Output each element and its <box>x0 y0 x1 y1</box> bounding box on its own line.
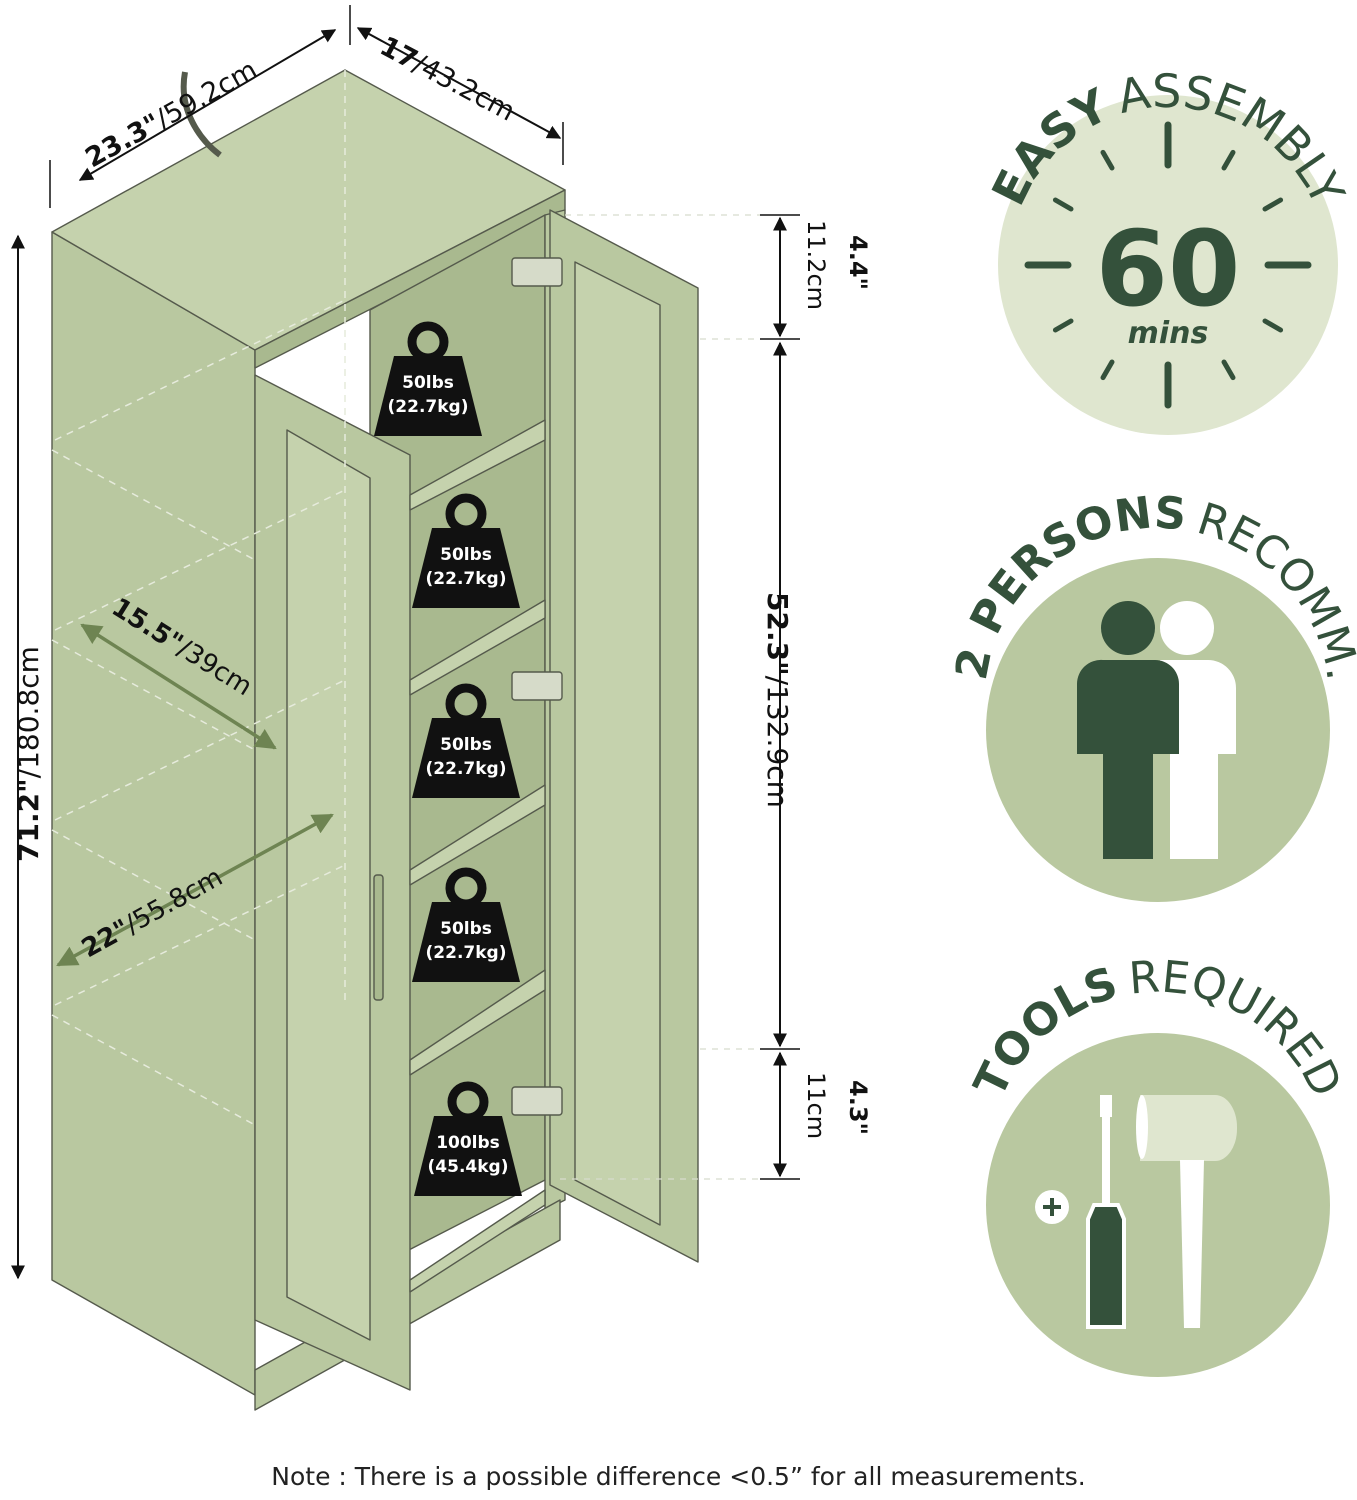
dimension-lines <box>11 5 800 1280</box>
mid-height-label: 52.3"/132.9cm <box>761 592 794 808</box>
clock-tick <box>1100 149 1115 171</box>
shelf-4 <box>409 969 546 1076</box>
weight-kg: (22.7kg) <box>426 569 507 589</box>
top-gap-cm: 11.2cm <box>802 220 830 310</box>
weight-icon: 50lbs (22.7kg) <box>412 493 520 608</box>
assembly-minutes: 60 <box>1096 208 1241 330</box>
cabinet-handle <box>373 874 384 1001</box>
hinge-top <box>511 257 563 287</box>
shelf-1 <box>409 419 546 511</box>
badge-tools-required: TOOLSREQUIRED <box>964 951 1351 1377</box>
guide-dashes <box>560 214 760 1180</box>
clock-tick <box>1221 359 1236 381</box>
shelf-2 <box>409 599 546 696</box>
weight-kg: (45.4kg) <box>428 1157 509 1177</box>
weight-kg: (22.7kg) <box>388 397 469 417</box>
screwdriver-hammer-icon <box>1035 1095 1237 1329</box>
weight-lbs: 50lbs <box>440 919 492 939</box>
clock-tick <box>1262 197 1284 212</box>
weight-lbs: 50lbs <box>402 373 454 393</box>
weight-icon: 50lbs (22.7kg) <box>412 867 520 982</box>
weight-lbs: 50lbs <box>440 735 492 755</box>
clock-tick <box>1052 197 1074 212</box>
badge-easy-assembly: EASYASSEMBLY 60 mins <box>981 64 1355 435</box>
badge-circle <box>998 95 1338 435</box>
clock-tick <box>1221 149 1236 171</box>
bottom-gap-in: 4.3" <box>844 1080 872 1135</box>
cabinet-drawing <box>51 69 699 1411</box>
weight-icons: 50lbs(22.7kg)50lbs(22.7kg)50lbs(22.7kg)5… <box>374 321 522 1196</box>
weight-lbs: 100lbs <box>436 1133 500 1153</box>
clock-tick <box>1100 359 1115 381</box>
hinge-bottom <box>511 1086 563 1116</box>
shelf-3 <box>409 784 546 886</box>
badge-circle <box>986 1033 1330 1377</box>
weight-kg: (22.7kg) <box>426 943 507 963</box>
badge-two-persons: 2 PERSONSRECOMM. <box>946 487 1357 902</box>
height-label: 71.2"/180.8cm <box>12 646 45 862</box>
weight-icon: 100lbs (45.4kg) <box>414 1081 522 1196</box>
hinge-middle <box>511 671 563 701</box>
assembly-unit: mins <box>1128 316 1209 351</box>
weight-icon: 50lbs (22.7kg) <box>412 683 520 798</box>
cabinet-left-door-panel <box>286 429 371 1341</box>
cabinet-right-door-panel <box>574 261 661 1226</box>
measurement-note: Note : There is a possible difference <0… <box>271 1462 1086 1491</box>
weight-icon: 50lbs (22.7kg) <box>374 321 482 436</box>
weight-kg: (22.7kg) <box>426 759 507 779</box>
interior-dimension-arrows <box>56 623 334 967</box>
clock-icon <box>1024 121 1312 409</box>
weight-lbs: 50lbs <box>440 545 492 565</box>
two-persons-icon <box>1076 601 1236 859</box>
cabinet-left-side <box>51 231 256 1396</box>
shelf-5 <box>409 1189 546 1293</box>
clock-tick <box>1052 318 1074 333</box>
bottom-gap-cm: 11cm <box>802 1072 830 1139</box>
clock-tick <box>1262 318 1284 333</box>
top-gap-in: 4.4" <box>844 235 872 290</box>
